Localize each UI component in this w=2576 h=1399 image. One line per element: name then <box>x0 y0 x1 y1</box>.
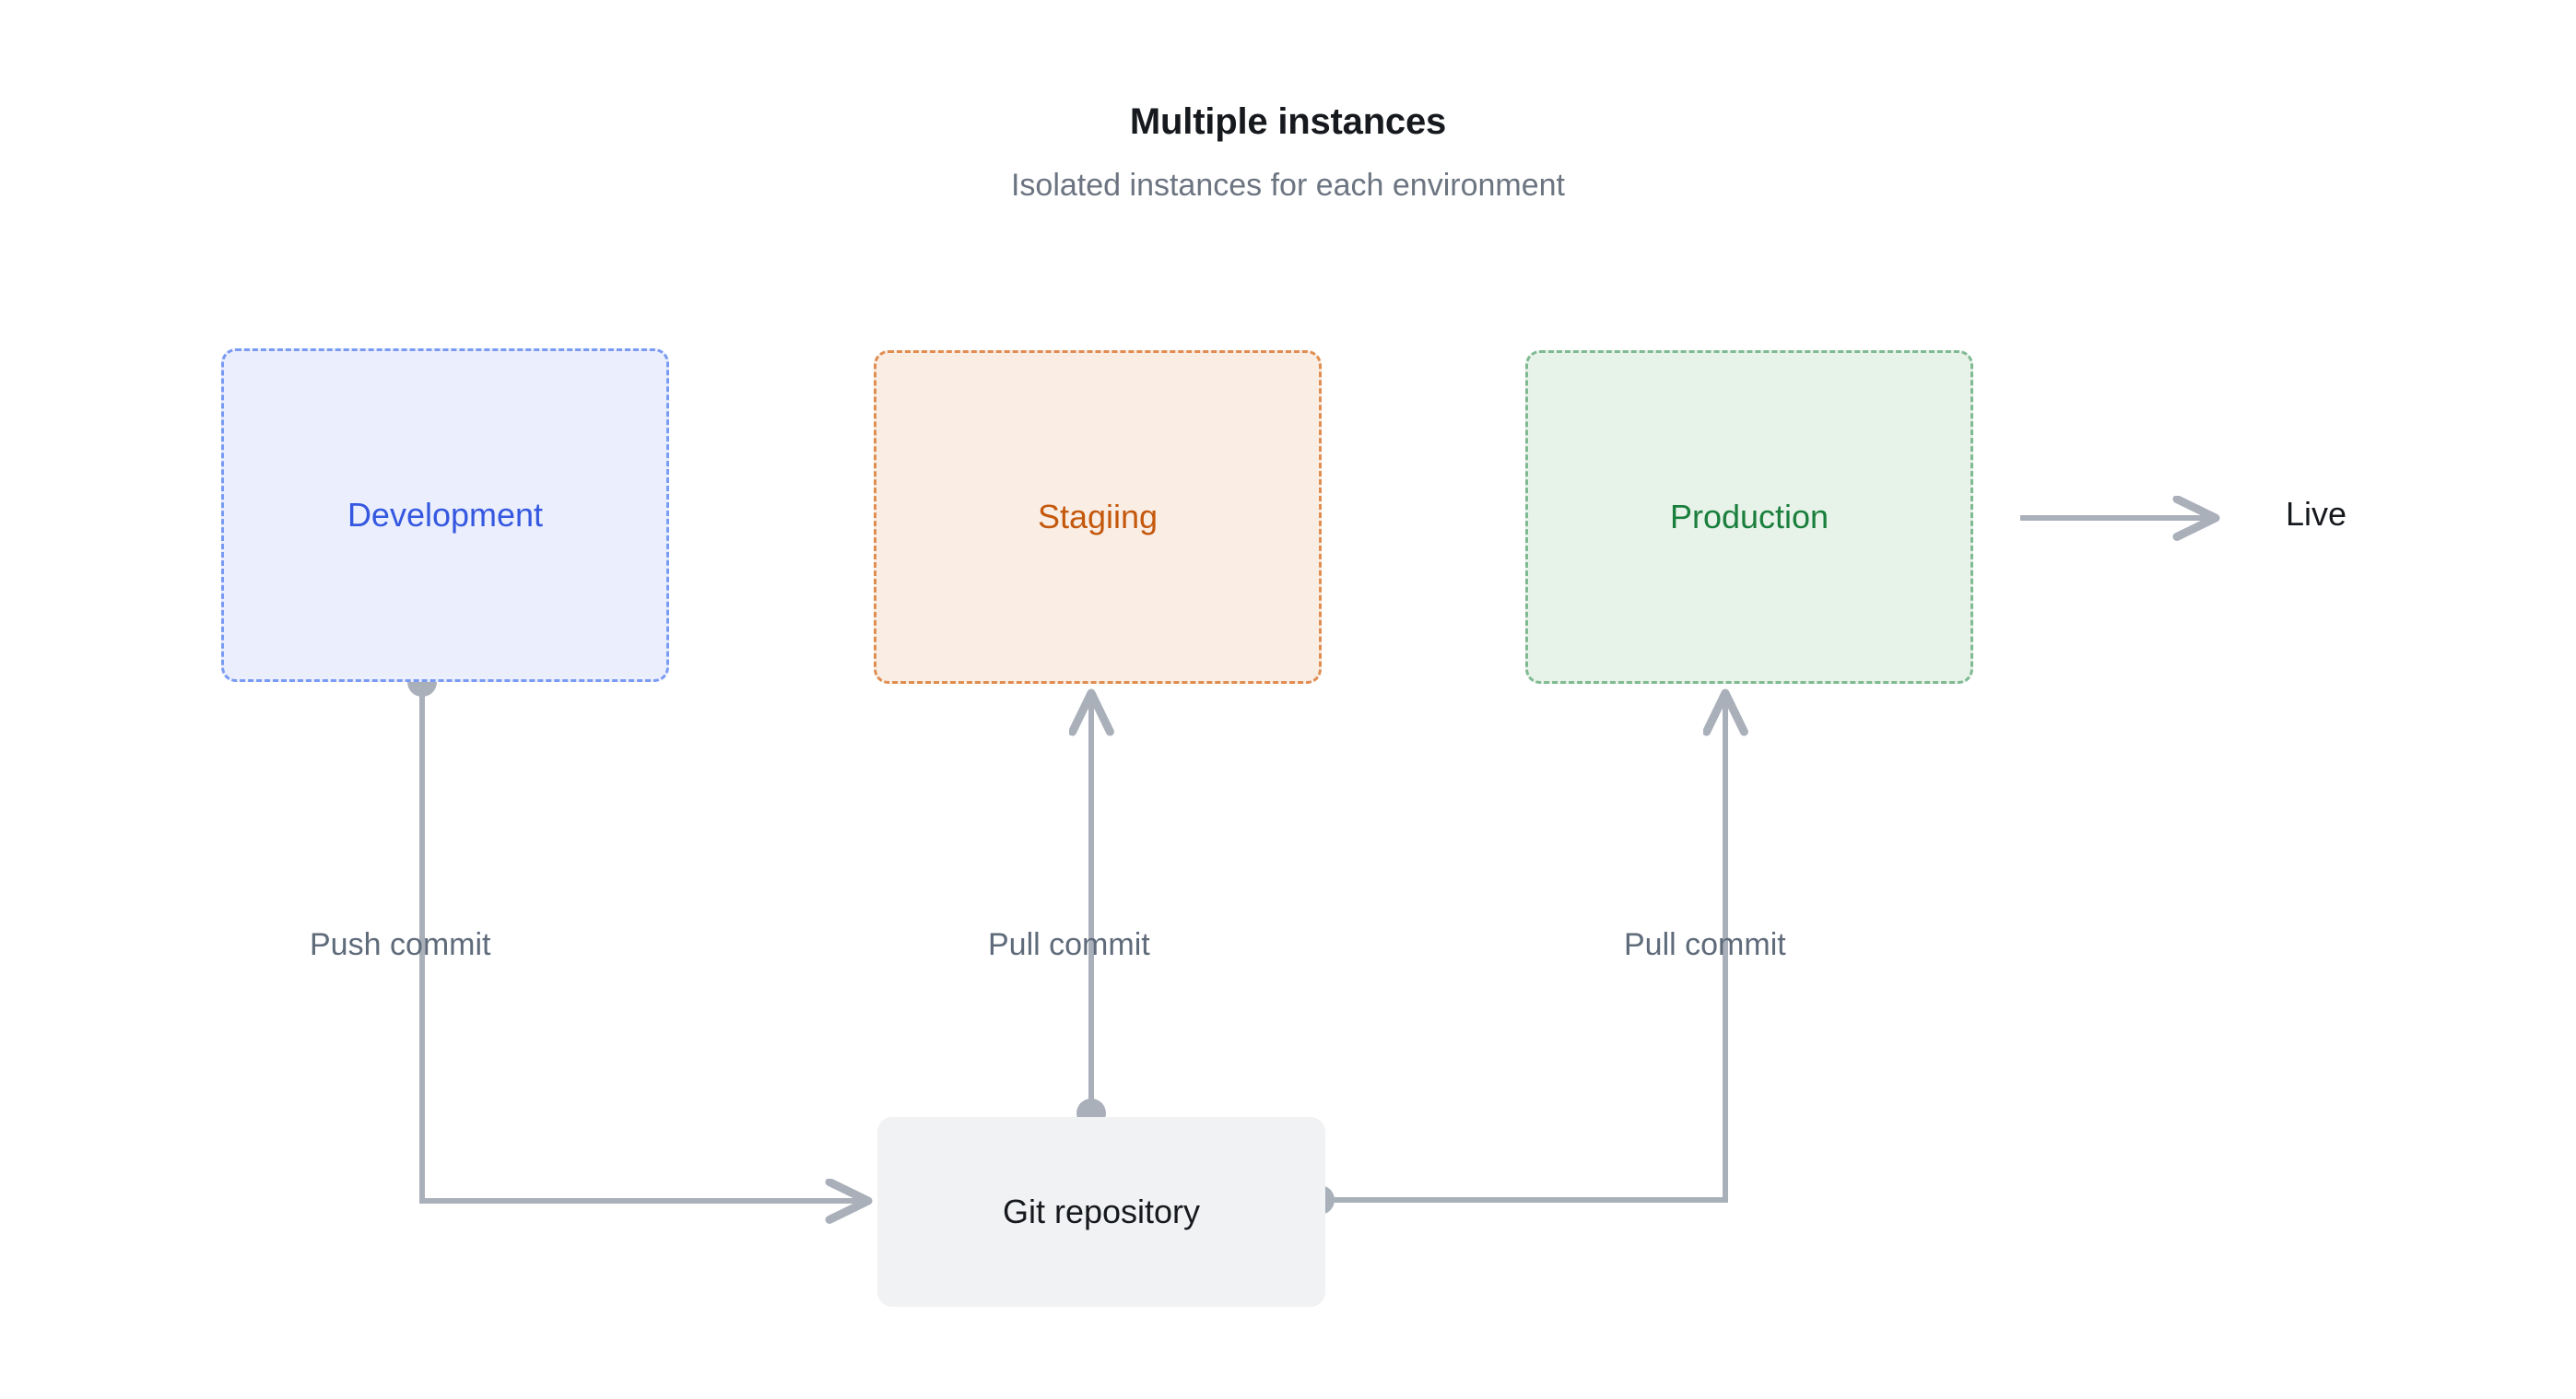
node-production[interactable]: Production <box>1525 350 1973 684</box>
node-git-repository[interactable]: Git repository <box>877 1117 1325 1307</box>
node-development-label: Development <box>347 496 544 534</box>
node-git-repository-label: Git repository <box>1002 1193 1201 1230</box>
node-development[interactable]: Development <box>221 348 669 682</box>
node-production-label: Production <box>1669 498 1829 535</box>
edge-pull-commit-staging <box>1076 693 1106 1128</box>
node-staging[interactable]: Stagiing <box>874 350 1322 684</box>
node-live-label: Live <box>2286 495 2347 533</box>
edge-label-pull-commit-production: Pull commit <box>1624 927 1786 962</box>
page-title: Multiple instances <box>1129 101 1447 142</box>
edge-label-pull-commit-staging: Pull commit <box>988 927 1150 962</box>
node-staging-label: Stagiing <box>1037 498 1159 535</box>
page-subtitle: Isolated instances for each environment <box>1010 168 1565 203</box>
edge-label-push-commit: Push commit <box>310 927 491 962</box>
